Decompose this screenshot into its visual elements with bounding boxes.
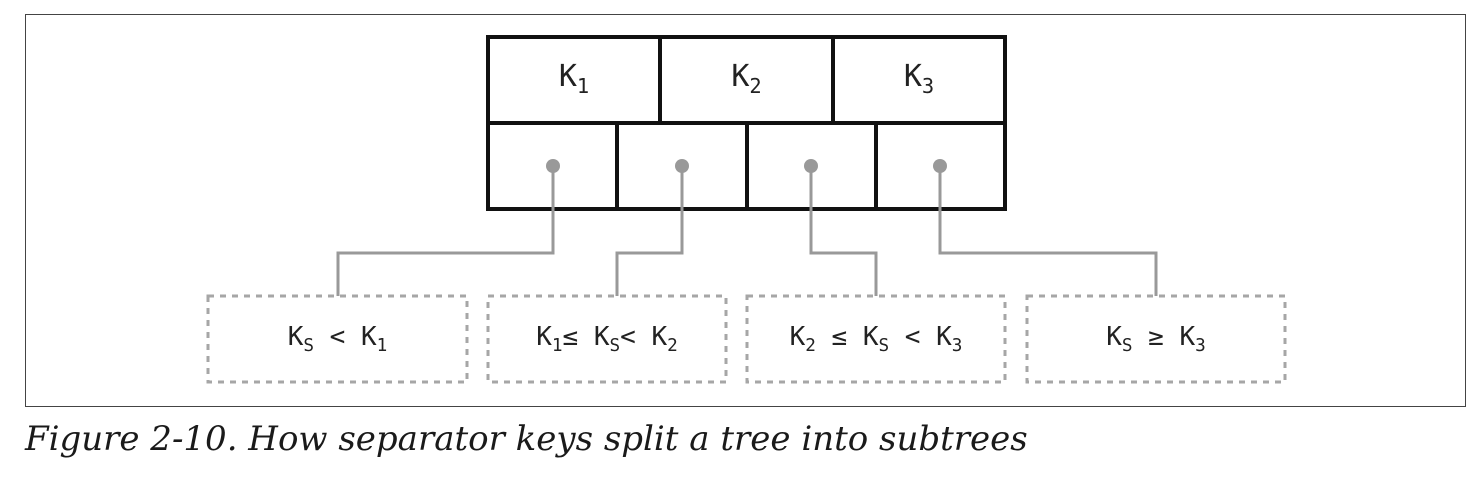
- range-label-part: K: [1106, 322, 1122, 352]
- node-key-2: K2: [731, 59, 762, 99]
- range-label-part: K: [789, 322, 806, 352]
- figure-caption: Figure 2-10. How separator keys split a …: [25, 419, 1028, 459]
- range-label-part: K: [536, 322, 552, 352]
- range-label-part: S: [303, 336, 315, 357]
- pointer-dot: [804, 159, 818, 173]
- range-label-part: 2: [805, 336, 816, 357]
- range-label-part: 1: [376, 336, 388, 357]
- range-label-part: < K: [620, 322, 668, 352]
- pointer-connector: [615, 166, 684, 296]
- range-label-part: K: [287, 322, 304, 352]
- subtree-range-label: KS < K1: [208, 322, 467, 355]
- range-label-part: ≥ K: [1132, 322, 1196, 352]
- subtree-box: [1025, 294, 1287, 384]
- subtree-box: [486, 294, 728, 384]
- pointer-dot: [933, 159, 947, 173]
- subtree-range-label: KS ≥ K3: [1027, 322, 1285, 355]
- range-label-part: ≤ K: [815, 322, 879, 352]
- range-label-part: S: [1121, 336, 1133, 357]
- range-label-part: 3: [951, 336, 963, 357]
- node-key-1: K1: [558, 59, 590, 99]
- pointer-connector: [809, 166, 878, 296]
- pointer-connector: [336, 166, 555, 296]
- subtree-range-label: K2 ≤ KS < K3: [747, 322, 1005, 355]
- range-label-part: 3: [1195, 336, 1206, 357]
- range-label-part: < K: [889, 322, 952, 352]
- subtree-box: [745, 294, 1007, 384]
- range-label-part: S: [878, 336, 890, 357]
- pointer-dot: [546, 159, 560, 173]
- range-label-part: 2: [667, 336, 678, 357]
- range-label-part: < K: [314, 322, 377, 352]
- subtree-range-label: K1≤ KS< K2: [488, 322, 726, 355]
- range-label-part: ≤ K: [562, 322, 610, 352]
- node-key-3: K3: [903, 59, 935, 99]
- range-label-part: 1: [551, 336, 563, 357]
- subtree-box: [206, 294, 469, 384]
- pointer-connector: [938, 166, 1158, 296]
- range-label-part: S: [609, 336, 621, 357]
- pointer-dot: [675, 159, 689, 173]
